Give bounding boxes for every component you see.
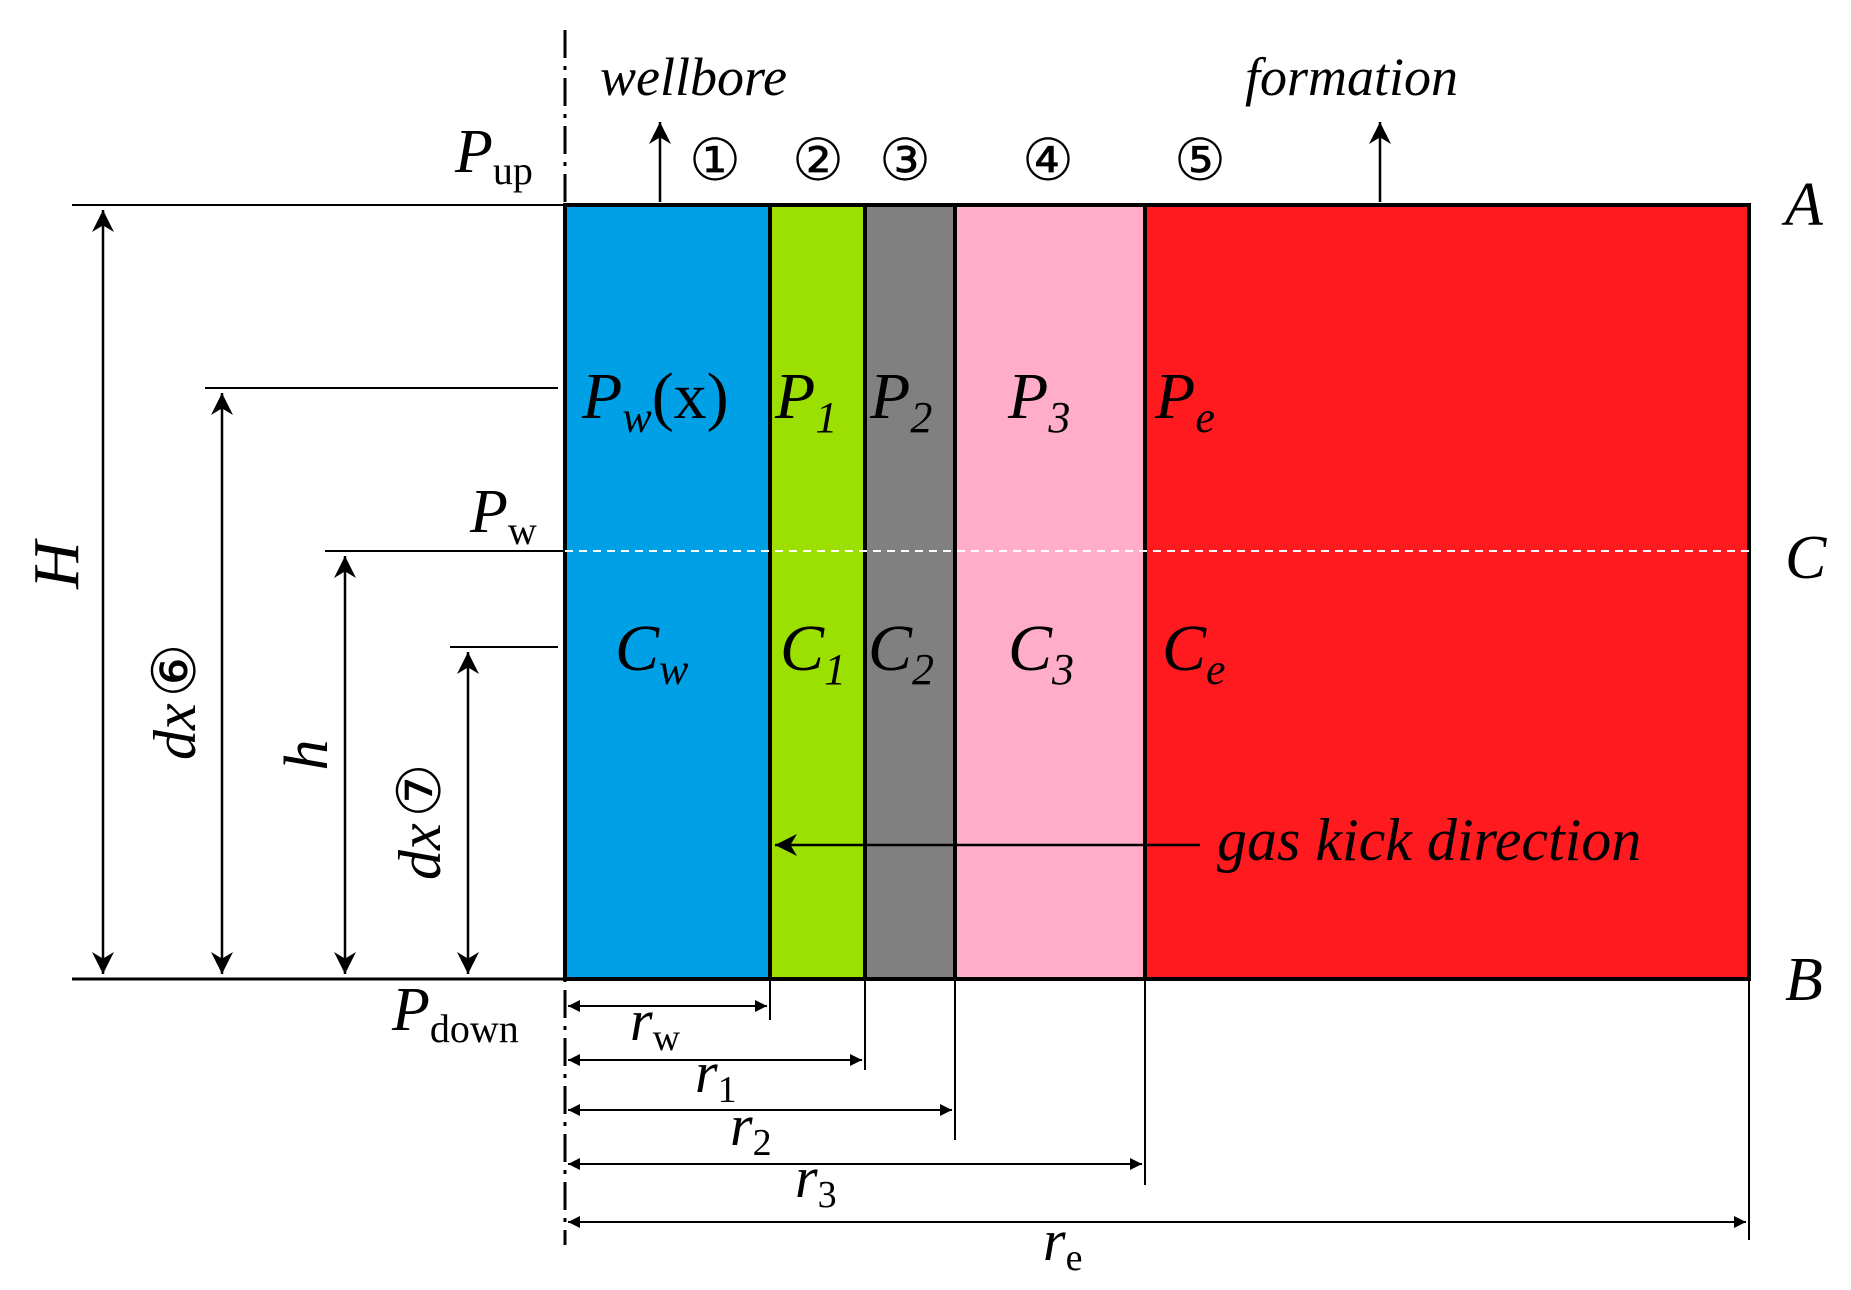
zone-5-pressure: Pe	[1154, 360, 1215, 442]
zone-2-pressure: P1	[774, 360, 837, 442]
gas-kick-label: gas kick direction	[1217, 807, 1641, 873]
r3-label: r3	[795, 1145, 837, 1216]
zone-1-wellbore	[563, 203, 772, 981]
p-up-label: Pup	[454, 118, 533, 193]
dx7-label: dx⑦	[387, 764, 453, 880]
zone-2	[768, 203, 867, 981]
zone-3-concentration: C2	[868, 612, 934, 694]
zone-1-pressure: Pw(x)	[581, 360, 729, 442]
zone-4-number: ④	[1022, 128, 1074, 193]
corner-a: A	[1781, 171, 1824, 239]
zone-5-formation	[1143, 203, 1751, 981]
formation-label: formation	[1245, 47, 1458, 107]
zone-4-pressure: P3	[1007, 360, 1070, 442]
rw-label: rw	[630, 988, 681, 1059]
zone-1-number: ①	[689, 128, 741, 193]
corner-b: B	[1785, 946, 1823, 1014]
p-down-label: Pdown	[391, 976, 519, 1051]
wellbore-label: wellbore	[600, 47, 787, 107]
zone-1-concentration: Cw	[615, 612, 689, 694]
dx6-label: dx⑥	[142, 644, 208, 760]
zone-5-concentration: Ce	[1162, 612, 1226, 694]
zone-3-number: ③	[879, 128, 931, 193]
corner-c: C	[1785, 524, 1827, 592]
p-w-side-label: Pw	[469, 478, 537, 553]
zone-2-concentration: C1	[780, 612, 846, 694]
height-h-label: h	[273, 740, 341, 771]
r1-label: r1	[695, 1040, 737, 1111]
zone-3	[863, 203, 957, 981]
re-label: re	[1043, 1208, 1082, 1279]
zone-4-concentration: C3	[1008, 612, 1074, 694]
zone-3-pressure: P2	[869, 360, 932, 442]
zone-4	[953, 203, 1147, 981]
zone-5-number: ⑤	[1174, 128, 1226, 193]
height-H-label: H	[20, 538, 93, 590]
r2-label: r2	[730, 1093, 772, 1164]
zone-2-number: ②	[792, 128, 844, 193]
